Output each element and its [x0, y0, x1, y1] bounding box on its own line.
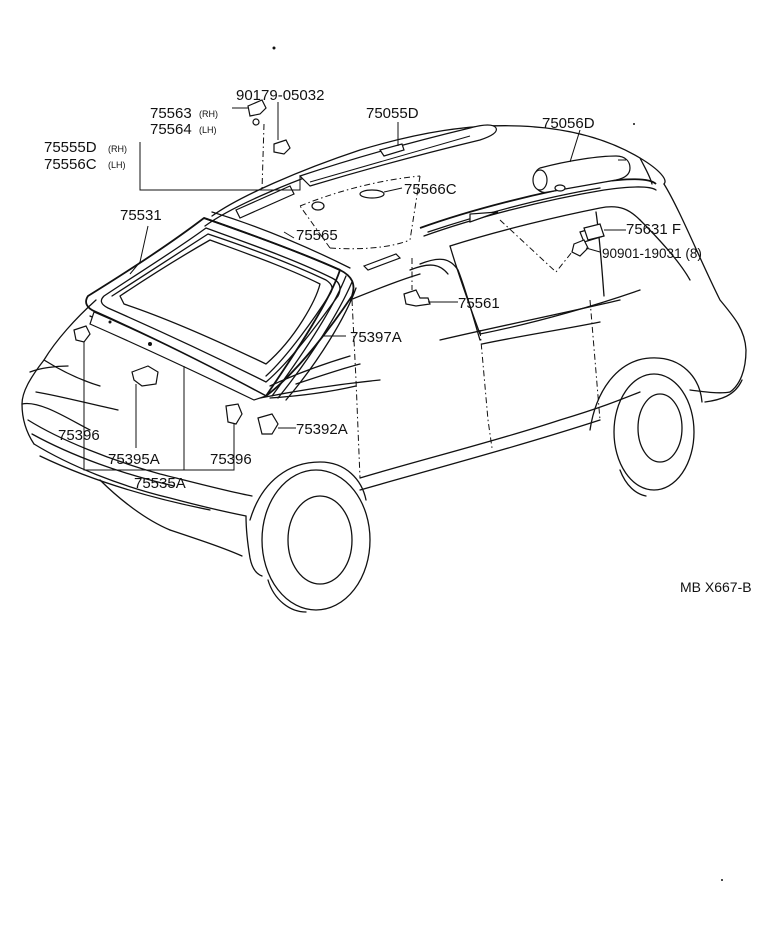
windshield-moulding	[85, 211, 357, 401]
label-90179-05032: 90179-05032	[236, 87, 324, 104]
label-75563-suffix: (RH)	[199, 109, 218, 119]
label-75396-right: 75396	[210, 451, 252, 468]
label-75055d: 75055D	[366, 105, 419, 122]
label-90901-19031: 90901-19031 (8)	[602, 246, 702, 261]
label-75531: 75531	[120, 207, 162, 224]
figure-code: MB X667-B	[680, 579, 752, 595]
label-75392a: 75392A	[296, 421, 348, 438]
label-75631f: 75631 F	[626, 221, 681, 238]
label-75564-suffix: (LH)	[199, 125, 217, 135]
label-75556c: 75556C	[44, 156, 97, 173]
label-75535a: 75535A	[134, 475, 186, 492]
callout-labels: 90179-05032 75563 (RH) 75564 (LH) 75555D…	[44, 87, 752, 595]
label-75555d: 75555D	[44, 139, 97, 156]
label-75565: 75565	[296, 227, 338, 244]
label-75396-left: 75396	[58, 427, 100, 444]
label-75566c: 75566C	[404, 181, 457, 198]
label-75561: 75561	[458, 295, 500, 312]
small-parts	[73, 46, 723, 881]
label-75397a: 75397A	[350, 329, 402, 346]
van-body	[21, 124, 747, 613]
label-75056d: 75056D	[542, 115, 595, 132]
label-75564: 75564	[150, 121, 192, 138]
leader-lines	[83, 102, 626, 471]
label-75395a: 75395A	[108, 451, 160, 468]
label-75555d-suffix: (RH)	[108, 144, 127, 154]
label-75556c-suffix: (LH)	[108, 160, 126, 170]
label-75563: 75563	[150, 105, 192, 122]
